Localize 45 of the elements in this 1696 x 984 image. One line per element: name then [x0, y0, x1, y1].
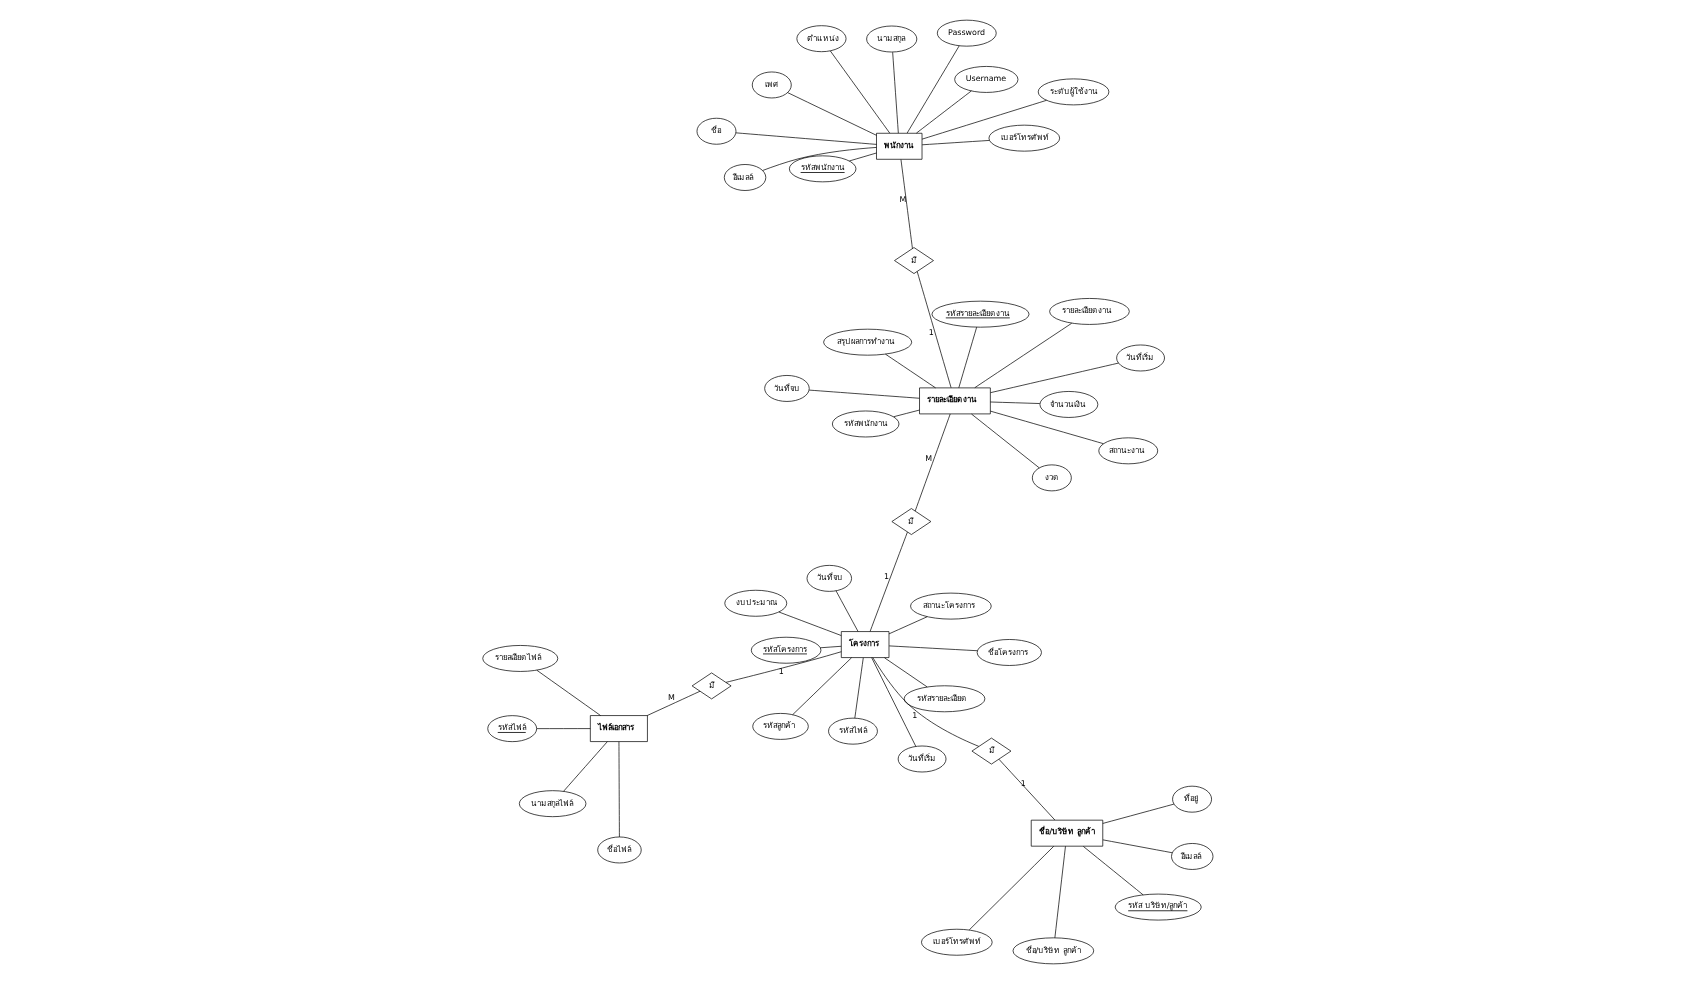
- connector: [990, 410, 1104, 445]
- connector: [968, 845, 1055, 931]
- connector: [787, 92, 877, 136]
- connector: [778, 611, 842, 636]
- connector: [536, 728, 591, 729]
- connector: [854, 657, 864, 719]
- connector: [888, 616, 928, 635]
- connector: [990, 401, 1041, 404]
- connector: [869, 531, 908, 632]
- connector: [1102, 839, 1173, 854]
- connector: [536, 669, 601, 716]
- connector: [958, 326, 978, 389]
- connector: [974, 322, 1073, 389]
- connector: [872, 657, 980, 747]
- connector: [990, 362, 1119, 393]
- connector: [893, 409, 920, 418]
- connector: [835, 590, 859, 632]
- connector: [916, 271, 952, 389]
- connector: [871, 657, 917, 747]
- connector: [1054, 845, 1066, 939]
- connector: [819, 645, 842, 649]
- connector: [646, 690, 701, 716]
- connector: [892, 51, 899, 134]
- connector: [1082, 846, 1144, 896]
- connector: [921, 100, 1047, 140]
- connector: [900, 159, 913, 249]
- connector: [998, 758, 1056, 821]
- connector: [885, 353, 936, 389]
- connector: [971, 413, 1040, 469]
- connector: [725, 651, 842, 683]
- connector: [808, 389, 920, 399]
- connector: [884, 657, 928, 688]
- connector: [563, 741, 608, 792]
- connector: [849, 152, 877, 162]
- connector: [1102, 803, 1175, 824]
- connector: [618, 741, 620, 838]
- connector: [914, 413, 951, 512]
- connector: [762, 147, 877, 171]
- connector: [916, 90, 972, 134]
- connector: [735, 132, 877, 145]
- connector: [792, 657, 852, 716]
- connector: [906, 45, 960, 134]
- connector: [830, 50, 891, 134]
- connector: [921, 140, 990, 146]
- connector: [888, 645, 978, 652]
